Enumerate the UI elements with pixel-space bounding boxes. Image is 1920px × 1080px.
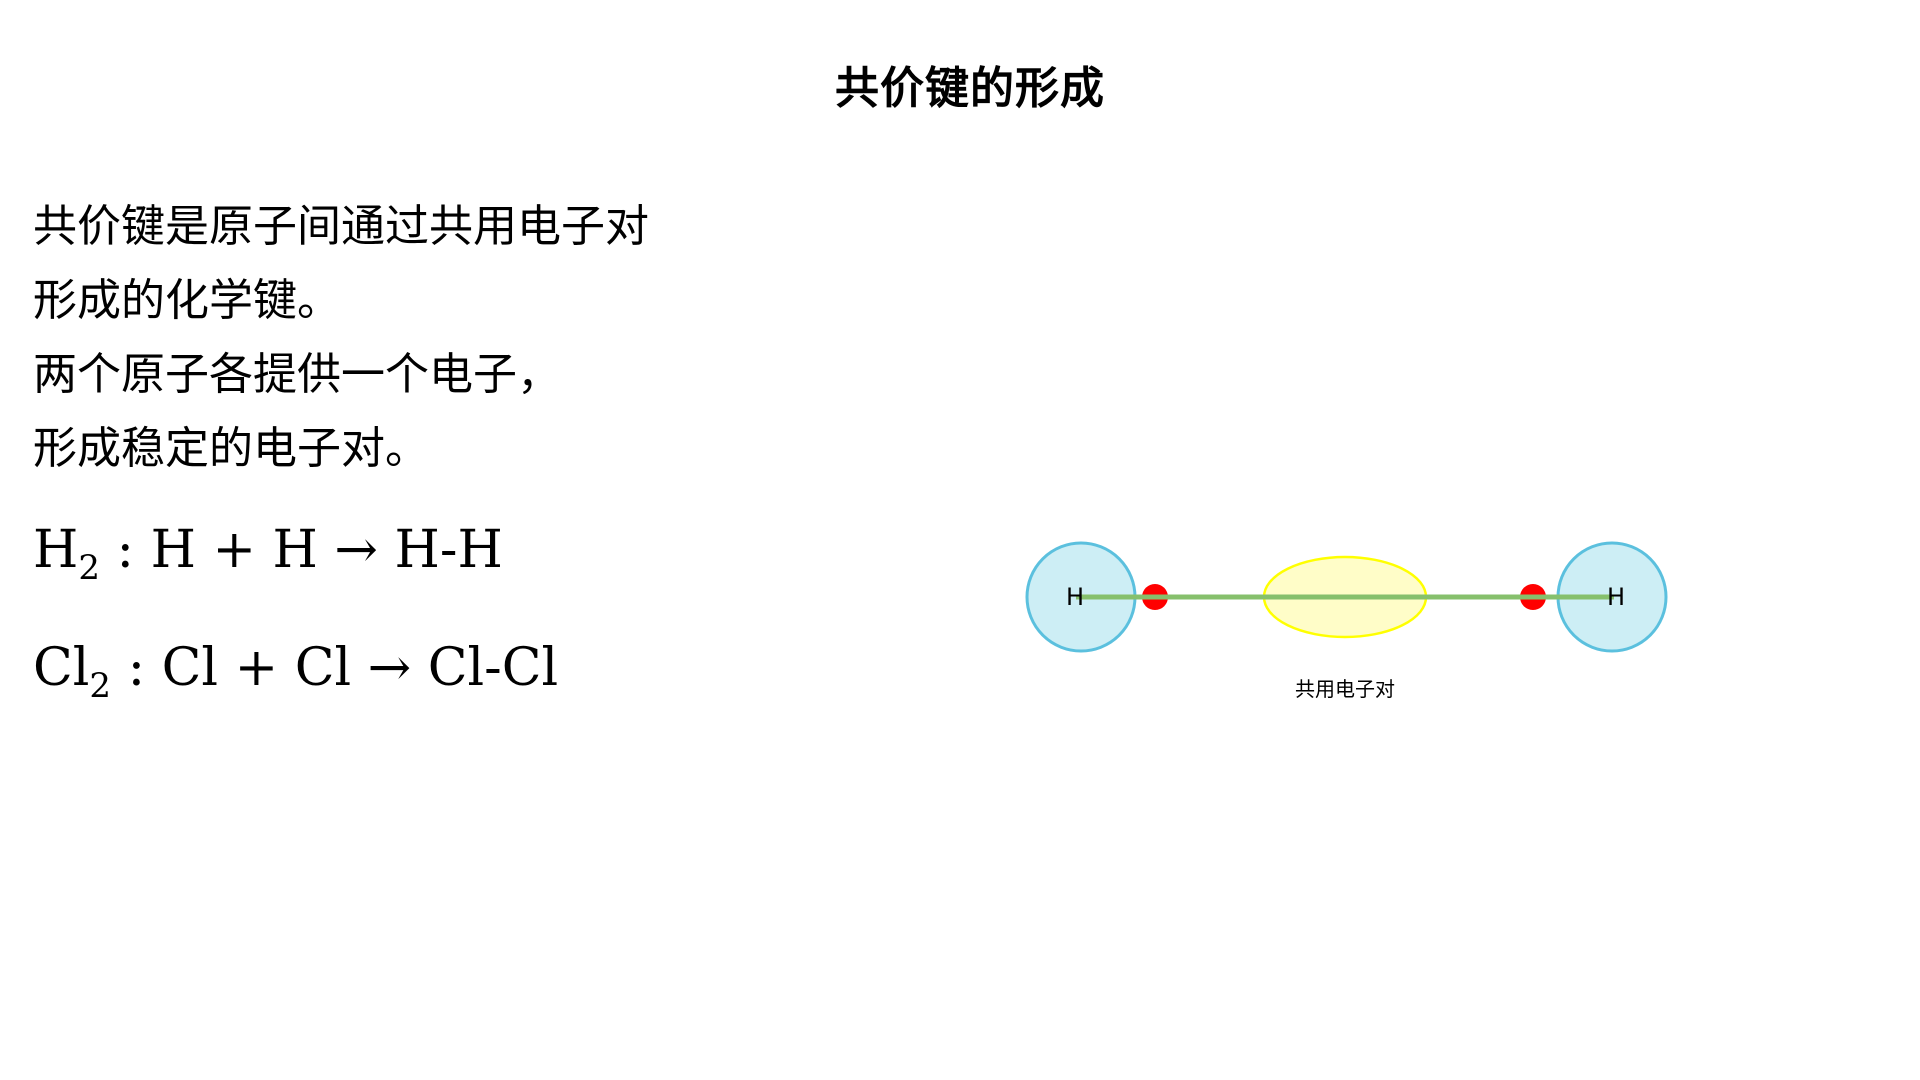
equation-molecule: H: [33, 520, 79, 580]
equation-h2: H2 : H + H → H-H: [33, 520, 503, 588]
right-atom-label: H: [1607, 583, 1625, 611]
equation-reaction: : H + H → H-H: [100, 520, 503, 580]
left-atom-label: H: [1066, 583, 1084, 611]
equation-reaction: : Cl + Cl → Cl-Cl: [111, 638, 559, 698]
description-line: 形成稳定的电子对。: [33, 423, 429, 474]
equation-subscript: 2: [78, 548, 100, 588]
page-title: 共价键的形成: [835, 63, 1105, 114]
description-line: 两个原子各提供一个电子，: [33, 349, 561, 400]
equation-molecule: Cl: [33, 638, 90, 698]
description-line: 共价键是原子间通过共用电子对: [33, 201, 649, 252]
equation-cl2: Cl2 : Cl + Cl → Cl-Cl: [33, 638, 558, 706]
equation-subscript: 2: [89, 666, 112, 706]
shared-pair-label: 共用电子对: [1295, 677, 1395, 701]
description-line: 形成的化学键。: [33, 275, 341, 326]
description-text: 共价键是原子间通过共用电子对 形成的化学键。 两个原子各提供一个电子， 形成稳定…: [33, 190, 649, 486]
